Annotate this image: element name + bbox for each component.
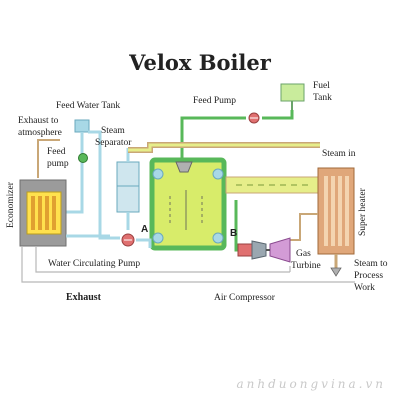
water-circulation-loop: [66, 212, 152, 248]
feed-pump-left-label-1: Feed: [47, 147, 66, 157]
point-a-label: A: [141, 224, 148, 235]
steam-to-process-label-3: Work: [354, 283, 375, 293]
steam-to-process-label-2: Process: [354, 271, 383, 281]
circulating-pump-icon: [121, 233, 135, 247]
watermark-text: anhduongvina.vn: [237, 377, 386, 391]
burner-icon: [175, 161, 193, 173]
hot-gas-duct: [225, 176, 323, 194]
point-b-label: B: [230, 228, 237, 239]
flue-gas-line: [234, 200, 254, 252]
exhaust-label: Exhaust: [66, 292, 102, 303]
superheater-return-line: [290, 213, 318, 241]
steam-separator-label-2: Separator: [95, 138, 132, 148]
feed-water-tank: [74, 119, 90, 133]
steam-in-label: Steam in: [322, 149, 356, 159]
feed-pump-icon: [78, 153, 88, 163]
exhaust-atmosphere-label-1: Exhaust to: [18, 116, 59, 126]
exhaust-stack-line: [37, 139, 60, 178]
feed-pump-left-label-2: pump: [47, 159, 69, 169]
gas-turbine-label-1: Gas: [296, 249, 311, 259]
compressor-icon: [237, 240, 267, 260]
steam-to-process-label-1: Steam to: [354, 259, 388, 269]
steam-separator: [116, 148, 140, 213]
economizer-label: Economizer: [6, 181, 16, 228]
diagram-title: Velox Boiler: [128, 50, 272, 75]
air-compressor-label: Air Compressor: [214, 293, 276, 303]
exhaust-atmosphere-label-2: atmosphere: [18, 128, 62, 138]
economizer: [19, 179, 67, 247]
fuel-tank: [280, 83, 305, 110]
steam-separator-label-1: Steam: [101, 126, 125, 136]
feed-pump-top-label: Feed Pump: [193, 96, 236, 106]
fuel-tank-label-2: Tank: [313, 93, 332, 103]
superheater: [317, 167, 355, 255]
combustion-chamber: [149, 157, 227, 251]
turbine-icon: [269, 237, 291, 263]
steam-top-pipe: [128, 142, 320, 153]
gas-turbine-label-2: Turbine: [291, 261, 321, 271]
water-circulating-pump-label: Water Circulating Pump: [48, 259, 140, 269]
fuel-pump-icon: [248, 112, 260, 124]
feed-water-tank-label: Feed Water Tank: [56, 101, 120, 111]
super-heater-label: Super heater: [358, 187, 368, 236]
process-steam-line: [330, 254, 342, 277]
fuel-line: [180, 110, 294, 160]
valve-icon: [330, 267, 342, 277]
bottom-duct: [21, 246, 355, 283]
fuel-tank-label-1: Fuel: [313, 81, 330, 91]
